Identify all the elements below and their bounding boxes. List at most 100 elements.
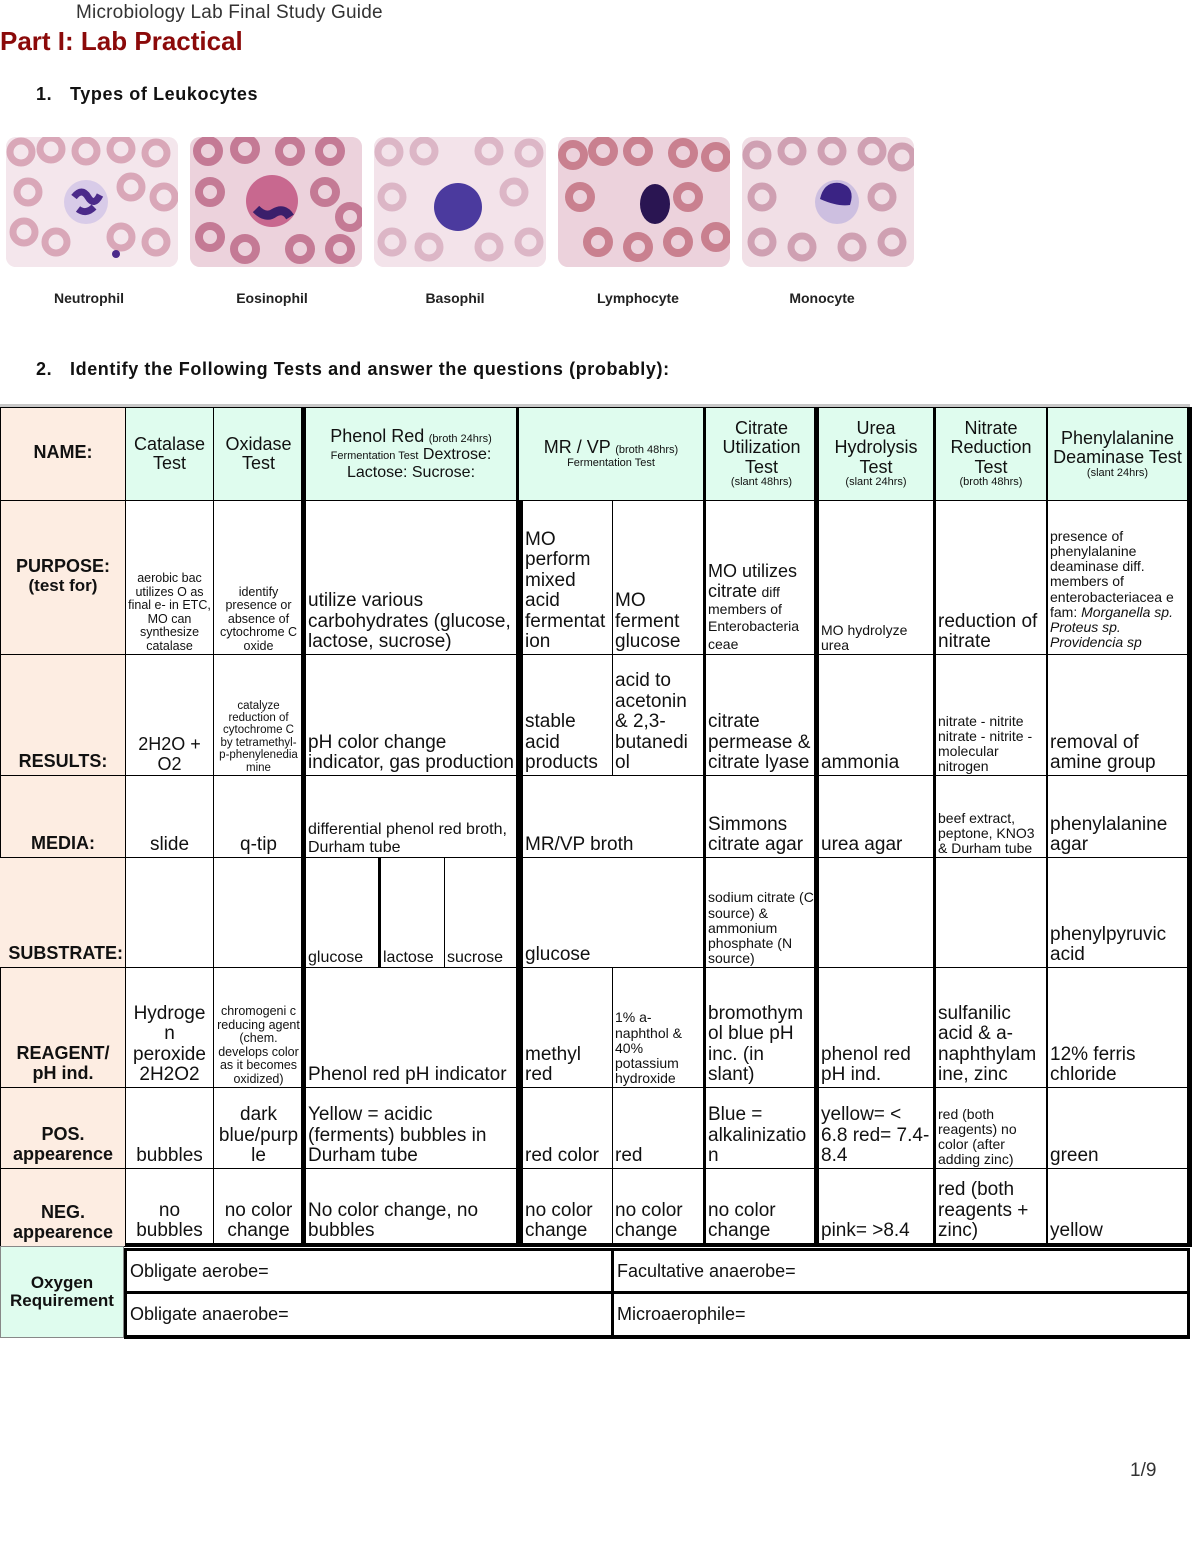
purpose-citrate-b: diff members of Enterobacteria ceae (708, 583, 800, 652)
purpose-citrate: MO utilizes citrate diff members of Ente… (705, 500, 818, 655)
positive-mr: red color (518, 1087, 613, 1169)
header-phenol-tail: Dextrose: (422, 446, 492, 464)
results-phenol-red: pH color change indicator, gas productio… (301, 654, 521, 776)
monocyte-micrograph-icon (742, 137, 914, 267)
media-phenol-red: differential phenol red broth, Durham tu… (301, 775, 521, 858)
row-label-reagent-1: REAGENT/ (16, 1043, 110, 1064)
purpose-urea: MO hydrolyze urea (814, 500, 938, 655)
row-label-oxygen-2: Requirement (10, 1291, 114, 1310)
row-label-media: MEDIA: (0, 775, 126, 858)
cell-label-basophil: Basophil (425, 290, 485, 306)
neutrophil-image (6, 137, 178, 267)
section-2-number: 2. (36, 359, 53, 379)
header-urea: Urea Hydrolysis Test (slant 24hrs) (814, 407, 938, 501)
purpose-vp: MO ferment glucose (612, 500, 708, 655)
oxygen-microaerophile-text: Microaerophile= (617, 1304, 746, 1324)
purpose-mr: MO perform mixed acid fermentat ion (518, 500, 613, 655)
oxygen-obligate-anaerobe-text: Obligate anaerobe= (130, 1304, 289, 1324)
document-title: Microbiology Lab Final Study Guide (76, 2, 383, 23)
eosinophil-image (190, 137, 362, 267)
purpose-catalase: aerobic bac utilizes O as final e- in ET… (125, 500, 214, 655)
header-mrvp-sub: Fermentation Test (567, 456, 655, 469)
row-label-pos-2: appearence (12, 1143, 114, 1164)
reagent-mr: methyl red (518, 967, 613, 1088)
substrate-phenylalanine: phenylpyruvic acid (1047, 857, 1192, 968)
substrate-urea (814, 857, 938, 968)
lymphocyte-image (558, 137, 730, 267)
positive-phenol-red: Yellow = acidic (ferments) bubbles in Du… (301, 1087, 521, 1169)
substrate-nitrate (935, 857, 1051, 968)
neutrophil-micrograph-icon (6, 137, 178, 267)
oxygen-obligate-aerobe-text: Obligate aerobe= (130, 1260, 269, 1281)
row-label-substrate: SUBSTRATE: (0, 857, 126, 968)
header-phenylalanine-main: Phenylalanine Deaminase Test (1053, 427, 1182, 468)
row-label-purpose: PURPOSE: (test for) (0, 500, 126, 655)
oxygen-obligate-anaerobe: Obligate anaerobe= (124, 1291, 614, 1339)
cell-label-monocyte: Monocyte (789, 290, 855, 306)
row-label-name-text: NAME: (33, 441, 93, 462)
media-urea: urea agar (814, 775, 938, 858)
row-label-purpose-2: (test for) (28, 575, 98, 595)
reagent-catalase: Hydroge n peroxide 2H2O2 (125, 967, 214, 1088)
header-phenol-red: Phenol Red (broth 24hrs) Fermentation Te… (301, 407, 521, 501)
row-label-reagent-2: pH ind. (32, 1062, 94, 1083)
table-top-shadow (0, 404, 1190, 408)
header-phenylalanine: Phenylalanine Deaminase Test (slant 24hr… (1047, 407, 1192, 501)
media-citrate: Simmons citrate agar (705, 775, 818, 858)
results-oxidase: catalyze reduction of cytochrome C by te… (213, 654, 304, 776)
row-label-results: RESULTS: (0, 654, 126, 776)
lymphocyte-micrograph-icon (558, 137, 730, 267)
part-title: Part I: Lab Practical (0, 26, 243, 56)
basophil-micrograph-icon (374, 137, 546, 267)
row-label-neg-2: appearence (12, 1221, 114, 1242)
substrate-mrvp: glucose (518, 857, 708, 968)
reagent-urea: phenol red pH ind. (814, 967, 938, 1088)
row-label-oxygen-1: Oxygen (30, 1272, 94, 1292)
positive-vp: red (612, 1087, 708, 1169)
reagent-citrate: bromothym ol blue pH inc. (in slant) (705, 967, 818, 1088)
oxygen-facultative-anaerobe: Facultative anaerobe= (611, 1248, 1190, 1294)
negative-mr: no color change (518, 1168, 613, 1247)
header-mrvp-main: MR / VP (543, 437, 611, 458)
row-label-name: NAME: (0, 407, 126, 501)
row-label-negative: NEG. appearence (0, 1168, 126, 1247)
negative-vp: no color change (612, 1168, 708, 1247)
monocyte-image (742, 137, 914, 267)
header-citrate-main: Citrate Utilization Test (722, 417, 801, 477)
oxygen-microaerophile: Microaerophile= (611, 1291, 1190, 1339)
section-2-title: Identify the Following Tests and answer … (70, 359, 670, 379)
purpose-phenylalanine-a: presence of phenylalanine deaminase diff… (1050, 528, 1174, 620)
cell-label-neutrophil: Neutrophil (54, 290, 124, 306)
results-nitrate: nitrate - nitrite nitrate - nitrite - mo… (935, 654, 1051, 776)
cell-label-eosinophil: Eosinophil (236, 290, 308, 306)
row-label-positive: POS. appearence (0, 1087, 126, 1169)
reagent-phenol-red: Phenol red pH indicator (301, 967, 521, 1088)
header-urea-note: (slant 24hrs) (845, 476, 907, 489)
results-citrate: citrate permease & citrate lyase (705, 654, 818, 776)
purpose-nitrate: reduction of nitrate (935, 500, 1051, 655)
substrate-oxidase (213, 857, 304, 968)
negative-citrate: no color change (705, 1168, 818, 1247)
row-label-oxygen: Oxygen Requirement (0, 1246, 124, 1338)
header-catalase-text: Catalase Test (133, 433, 206, 473)
positive-catalase: bubbles (125, 1087, 214, 1169)
row-label-pos-1: POS. (41, 1124, 85, 1145)
substrate-phenol-glucose: glucose (301, 857, 380, 968)
row-label-neg-1: NEG. (40, 1202, 85, 1223)
media-mrvp: MR/VP broth (518, 775, 708, 858)
leukocyte-gallery (6, 137, 916, 267)
header-phenylalanine-note: (slant 24hrs) (1086, 466, 1149, 479)
purpose-citrate-a: MO utilizes citrate (708, 561, 798, 601)
cell-label-lymphocyte: Lymphocyte (597, 290, 679, 306)
substrate-catalase (125, 857, 214, 968)
positive-citrate: Blue = alkalinizatio n (705, 1087, 818, 1169)
header-phenol-main: Phenol Red (330, 426, 425, 447)
row-label-purpose-1: PURPOSE: (15, 556, 111, 577)
header-oxidase: Oxidase Test (213, 407, 304, 501)
negative-oxidase: no color change (213, 1168, 304, 1247)
media-nitrate: beef extract, peptone, KNO3 & Durham tub… (935, 775, 1051, 858)
page-number: 1/9 (1130, 1460, 1157, 1481)
section-1-title: Types of Leukocytes (70, 84, 259, 104)
oxygen-obligate-aerobe: Obligate aerobe= (124, 1248, 614, 1294)
purpose-phenol-red: utilize various carbohydrates (glucose, … (301, 500, 521, 655)
